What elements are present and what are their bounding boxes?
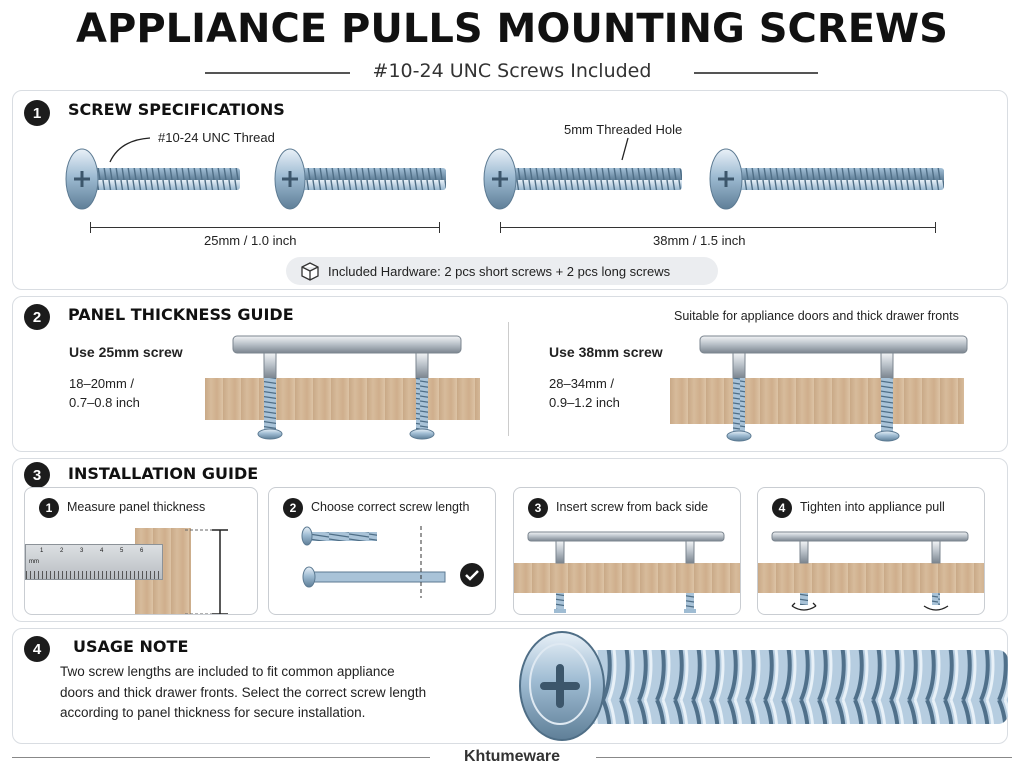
thickness-dimension [185, 529, 228, 614]
long-length-dimension [500, 222, 936, 233]
long-length-label: 38mm / 1.5 inch [653, 233, 746, 248]
divider [694, 72, 818, 74]
install-step-card: 4 Tighten into appliance pull [757, 487, 985, 615]
ruler-tick: 3 [80, 548, 84, 554]
short-screw-heading: Use 25mm screw [69, 344, 183, 360]
ruler-tick: 4 [100, 548, 104, 554]
included-hardware-note: Included Hardware: 2 pcs short screws + … [286, 257, 718, 285]
long-screw [483, 148, 682, 210]
divider [12, 757, 430, 758]
box-icon [301, 262, 319, 281]
short-length-dimension [90, 222, 440, 233]
divider [596, 757, 1012, 758]
pull-diagram [527, 531, 725, 613]
large-screw-illustration [519, 631, 1008, 741]
page-title: APPLIANCE PULLS MOUNTING SCREWS [76, 6, 948, 52]
step-number-badge: 1 [39, 498, 59, 518]
subtitle: #10-24 UNC Screws Included [372, 60, 652, 82]
short-range-line2: 0.7–0.8 inch [69, 395, 140, 410]
suitable-note: Suitable for appliance doors and thick d… [674, 309, 959, 323]
divider [205, 72, 350, 74]
pull-diagram [771, 531, 969, 611]
step-number-badge: 3 [528, 498, 548, 518]
section-title: USAGE NOTE [73, 637, 189, 656]
wood-panel [758, 563, 984, 593]
usage-note-text: Two screw lengths are included to fit co… [60, 664, 427, 720]
divider [508, 322, 509, 436]
brand-name: Khtumeware [463, 748, 561, 765]
panel-thickness-section [12, 296, 1008, 452]
ruler-unit: mm [29, 559, 39, 565]
ruler-tick: 6 [140, 548, 144, 554]
step-number-badge: 4 [772, 498, 792, 518]
appliance-pull [699, 335, 968, 442]
appliance-pull [232, 335, 462, 440]
hole-label: 5mm Threaded Hole [564, 122, 683, 137]
long-screw-heading: Use 38mm screw [549, 344, 663, 360]
screw-diagram [65, 137, 944, 210]
install-step-card: 2 Choose correct screw length [268, 487, 496, 615]
short-length-label: 25mm / 1.0 inch [204, 233, 297, 248]
wood-panel [514, 563, 740, 593]
wood-panel [670, 378, 964, 424]
usage-note-section [12, 628, 1008, 744]
long-range-line1: 28–34mm / [549, 376, 615, 391]
section-number-badge: 4 [24, 636, 50, 662]
check-circle-icon [460, 563, 484, 587]
ruler-tick: 2 [60, 548, 64, 554]
ruler-tick: 5 [120, 548, 124, 554]
step-number-badge: 2 [283, 498, 303, 518]
short-range-line1: 18–20mm / [69, 376, 135, 391]
short-screw [274, 148, 446, 210]
section-title: SCREW SPECIFICATIONS [68, 100, 285, 119]
short-screw [65, 148, 240, 210]
section-number-badge: 3 [24, 462, 50, 488]
wood-panel [205, 378, 480, 420]
section-title: PANEL THICKNESS GUIDE [68, 305, 294, 324]
included-hardware-text: Included Hardware: 2 pcs short screws + … [328, 263, 671, 279]
long-screw [709, 148, 944, 210]
thread-label: #10-24 UNC Thread [158, 130, 275, 145]
section-number-badge: 1 [24, 100, 50, 126]
ruler: mm 1 2 3 4 5 6 [25, 544, 163, 580]
section-title: INSTALLATION GUIDE [68, 464, 259, 483]
pull-diagram [232, 335, 968, 442]
step-label: Tighten into appliance pull [800, 500, 945, 514]
step-label: Insert screw from back side [556, 500, 709, 514]
screw-comparison [301, 526, 446, 598]
install-step-card: 3 Insert screw from back side [513, 487, 741, 615]
step-label: Choose correct screw length [311, 500, 470, 514]
step-label: Measure panel thickness [67, 500, 206, 514]
subtitle-row: #10-24 UNC Screws Included [0, 60, 1024, 86]
section-number-badge: 2 [24, 304, 50, 330]
ruler-tick: 1 [40, 548, 44, 554]
install-step-card: 1 Measure panel thickness mm 1 2 3 4 5 6 [24, 487, 258, 615]
long-range-line2: 0.9–1.2 inch [549, 395, 620, 410]
